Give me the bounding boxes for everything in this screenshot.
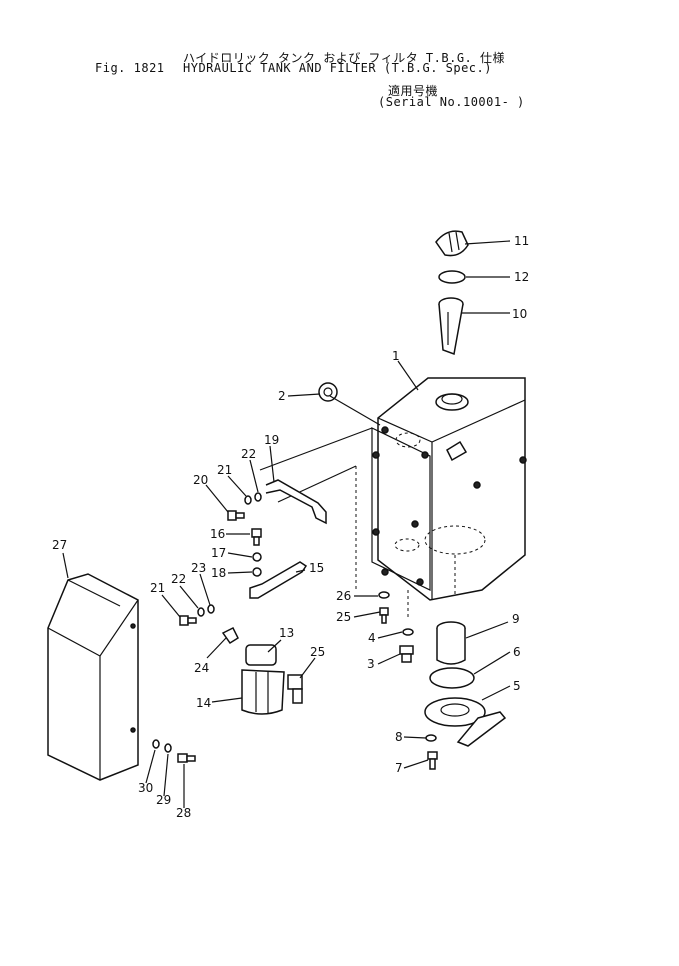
callout-5: 5 <box>513 679 521 693</box>
callout-14: 14 <box>196 696 211 710</box>
callout-20-upper: 20 <box>193 473 208 487</box>
washer-30 <box>152 739 160 749</box>
callout-15: 15 <box>309 561 324 575</box>
fitting-24 <box>287 674 303 704</box>
serial-jp-label: 適用号機 <box>388 84 439 98</box>
lower-bracket <box>249 561 308 599</box>
filler-strainer <box>438 297 464 356</box>
japanese-title: ハイドロリック タンク および フィルタ T.B.G. 仕様 <box>183 51 505 65</box>
bolt-16 <box>251 528 262 546</box>
callout-26: 26 <box>336 589 351 603</box>
washer-26 <box>378 591 390 599</box>
callout-21-lower: 22 <box>171 572 186 586</box>
bolt-20-lower <box>179 615 197 626</box>
bolt-28 <box>177 753 196 763</box>
callout-numbers: 11 12 10 1 2 19 22 21 20 16 17 18 15 23 … <box>52 234 529 820</box>
callout-23: 24 <box>194 661 209 675</box>
filler-cap <box>435 230 469 257</box>
callout-21-upper: 21 <box>217 463 232 477</box>
tank-cover <box>424 697 507 747</box>
callout-30: 30 <box>138 781 153 795</box>
bolt-20-upper <box>227 510 245 521</box>
figure-label: Fig. 1821 <box>95 61 165 75</box>
callout-10: 10 <box>512 307 527 321</box>
side-cover <box>47 573 139 781</box>
washer-22-upper <box>254 492 262 502</box>
breather-plug <box>318 382 338 402</box>
callout-18: 18 <box>211 566 226 580</box>
callout-8: 8 <box>395 730 403 744</box>
callout-3: 3 <box>367 657 375 671</box>
o-ring-4 <box>402 628 414 636</box>
callout-16: 16 <box>210 527 225 541</box>
upper-bracket <box>265 479 327 525</box>
callout-13: 13 <box>279 626 294 640</box>
washer-8 <box>425 734 437 742</box>
callout-1: 1 <box>392 349 400 363</box>
elbow-23 <box>221 626 239 645</box>
callout-2: 2 <box>278 389 286 403</box>
callout-9: 9 <box>512 612 520 626</box>
callout-25: 25 <box>336 610 351 624</box>
callout-7: 7 <box>395 761 403 775</box>
callout-6: 6 <box>513 645 521 659</box>
callout-20-lower: 21 <box>150 581 165 595</box>
washer-21-upper <box>244 495 252 505</box>
callout-22-lower: 23 <box>191 561 206 575</box>
callout-11: 11 <box>514 234 529 248</box>
washer-22-lower <box>207 604 215 614</box>
drain-plug <box>399 645 414 663</box>
washer-17 <box>252 552 262 562</box>
filter-element <box>436 621 466 665</box>
washer-21-lower <box>197 607 205 617</box>
leader-lines <box>62 240 511 808</box>
washer-18 <box>252 567 262 577</box>
bolt-7 <box>427 751 438 770</box>
line-filter <box>241 644 285 715</box>
callout-28: 28 <box>176 806 191 820</box>
o-ring <box>438 270 466 284</box>
callout-27: 27 <box>52 538 67 552</box>
callout-17: 17 <box>211 546 226 560</box>
callout-12: 12 <box>514 270 529 284</box>
callout-24: 25 <box>310 645 325 659</box>
gasket <box>429 667 475 689</box>
callout-19: 19 <box>264 433 279 447</box>
serial-range: (Serial No.10001- ) <box>378 95 525 109</box>
hydraulic-tank <box>259 377 527 620</box>
callout-22-upper: 22 <box>241 447 256 461</box>
bolt-25 <box>379 607 389 624</box>
washer-29 <box>164 743 172 753</box>
english-title: HYDRAULIC TANK AND FILTER (T.B.G. Spec.) <box>183 61 492 75</box>
callout-29: 29 <box>156 793 171 807</box>
callout-4: 4 <box>368 631 376 645</box>
